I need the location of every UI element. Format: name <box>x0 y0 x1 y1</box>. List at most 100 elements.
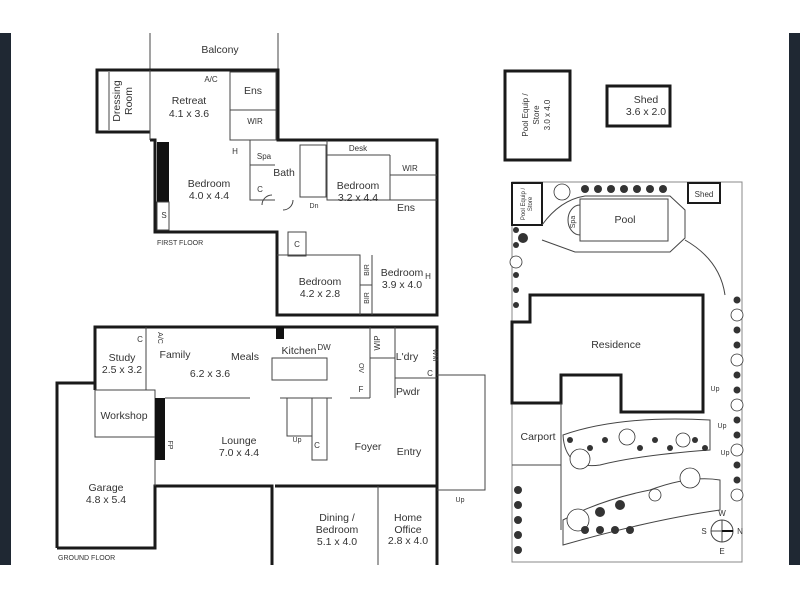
ac-label: A/C <box>156 332 163 344</box>
dressing-room-label: DressingRoom <box>111 80 135 122</box>
carport-label: Carport <box>520 431 555 443</box>
tree-icon <box>679 467 701 489</box>
compass-south: S <box>701 527 706 536</box>
tree-icon <box>667 445 673 451</box>
kitchen-label: Kitchen <box>281 345 316 357</box>
stairs-down-label: Dn <box>310 203 319 210</box>
tree-icon <box>596 526 604 534</box>
tree-icon <box>730 488 744 502</box>
family-size: 6.2 x 3.6 <box>190 368 230 380</box>
site-up-2-label: Up <box>718 423 727 430</box>
tree-icon <box>514 501 522 509</box>
spa-label: Spa <box>570 216 577 229</box>
tree-icon <box>675 432 691 448</box>
tree-icon <box>513 242 519 248</box>
stairs-up-label: Up <box>293 437 302 444</box>
office-size: 2.8 x 4.0 <box>388 535 428 547</box>
site-up-3-label: Up <box>721 450 730 457</box>
tree-icon <box>646 185 654 193</box>
bedroom-4-label: Bedroom <box>381 267 424 279</box>
bedroom-3-size: 4.2 x 2.8 <box>300 288 340 300</box>
tree-icon <box>626 526 634 534</box>
foyer-label: Foyer <box>355 441 382 453</box>
bedroom-2-size: 3.2 x 4.4 <box>338 192 378 204</box>
first-floor-label: FIRST FLOOR <box>157 240 203 247</box>
tree-icon <box>567 437 573 443</box>
tree-icon <box>615 500 625 510</box>
dining-bedroom-label: Bedroom <box>316 524 359 536</box>
powder-room-label: Pwdr <box>396 386 420 398</box>
tree-icon <box>730 353 744 367</box>
compass-west: W <box>718 509 726 518</box>
study-size: 2.5 x 3.2 <box>102 364 142 376</box>
right-frame-bar <box>789 33 800 565</box>
wir-label: WIR <box>247 117 263 126</box>
tree-icon <box>553 183 571 201</box>
first-floor-plan: Balcony DressingRoom Retreat 4.1 x 3.6 A… <box>95 33 439 317</box>
tree-icon <box>595 507 605 517</box>
oven-label: OV <box>357 363 364 373</box>
ground-floor-plan: Study 2.5 x 3.2 C A/C Family Meals 6.2 x… <box>55 325 486 565</box>
dining-size: 5.1 x 4.0 <box>317 536 357 548</box>
fridge-label: F <box>359 385 364 394</box>
tree-icon <box>514 516 522 524</box>
tree-icon <box>513 227 519 233</box>
tree-icon <box>633 185 641 193</box>
tree-icon <box>637 445 643 451</box>
dining-label: Dining / <box>319 512 355 524</box>
shed-size: 3.6 x 2.0 <box>626 106 666 118</box>
tree-icon <box>620 185 628 193</box>
retreat-size: 4.1 x 3.6 <box>169 108 209 120</box>
tree-icon <box>659 185 667 193</box>
tree-icon <box>648 488 662 502</box>
tree-icon <box>733 296 741 304</box>
tree-icon <box>733 386 741 394</box>
tree-icon <box>733 431 741 439</box>
ac-label: A/C <box>204 75 218 84</box>
tree-icon <box>513 287 519 293</box>
balcony-label: Balcony <box>201 44 239 56</box>
wip-label: WIP <box>373 335 382 350</box>
heater-label: H <box>232 147 238 156</box>
tree-icon <box>733 326 741 334</box>
cupboard-label: C <box>257 185 263 194</box>
tree-icon <box>733 461 741 469</box>
trees <box>509 183 744 554</box>
pool-label: Pool <box>614 214 635 226</box>
dishwasher-label: DW <box>317 343 331 352</box>
fireplace-label: FP <box>166 441 173 450</box>
tree-icon <box>652 437 658 443</box>
ground-floor-label: GROUND FLOOR <box>58 555 115 562</box>
tree-icon <box>587 445 593 451</box>
site-up-1-label: Up <box>711 386 720 393</box>
tree-icon <box>594 185 602 193</box>
garage-label: Garage <box>88 482 123 494</box>
left-frame-bar <box>0 33 11 565</box>
ensuite-label: Ens <box>244 85 262 97</box>
tree-icon <box>514 531 522 539</box>
tree-icon <box>730 398 744 412</box>
spa-label: Spa <box>257 152 272 161</box>
meals-label: Meals <box>231 351 259 363</box>
shed-label: Shed <box>634 94 659 106</box>
bedroom-2-label: Bedroom <box>337 180 380 192</box>
compass-east: E <box>719 547 724 556</box>
heater-2-label: H <box>425 272 431 281</box>
site-plan: Residence Pool Spa Shed Pool Equip /Stor… <box>509 181 744 563</box>
entry-label: Entry <box>397 446 422 458</box>
cupboard-2-label: C <box>427 369 433 378</box>
tree-icon <box>730 443 744 457</box>
washing-machine-label: WM <box>431 349 438 362</box>
tree-icon <box>692 437 698 443</box>
study-label: Study <box>109 352 137 364</box>
tree-icon <box>513 302 519 308</box>
tree-icon <box>602 437 608 443</box>
tree-icon <box>514 486 522 494</box>
tree-icon <box>702 445 708 451</box>
tree-icon <box>730 308 744 322</box>
garage-size: 4.8 x 5.4 <box>86 494 126 506</box>
bir-1-label: BIR <box>364 264 371 276</box>
cupboard-label: C <box>137 335 143 344</box>
